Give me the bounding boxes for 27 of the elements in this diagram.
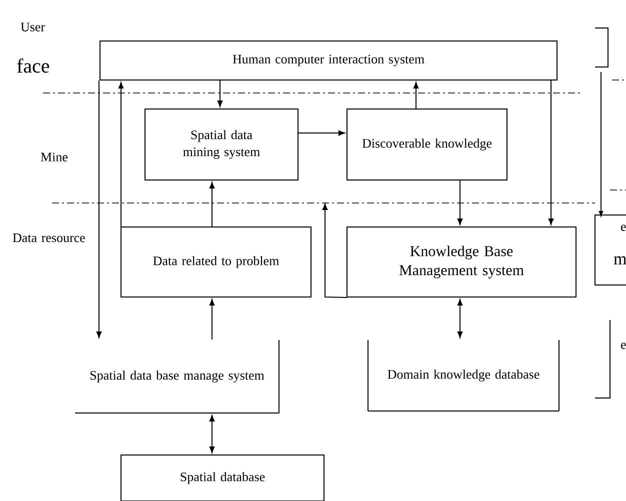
arrow xyxy=(457,299,463,338)
section-label: face xyxy=(17,58,50,73)
section-label: m xyxy=(614,256,626,264)
arrow xyxy=(209,182,215,227)
arrow xyxy=(209,299,215,340)
process-box: Spatial data base manage system xyxy=(74,340,280,414)
arrow xyxy=(217,80,223,107)
arrow xyxy=(209,415,215,453)
interaction-box: Human computer interaction system xyxy=(100,40,558,80)
section-label: Data resource xyxy=(12,234,85,242)
section-label: User xyxy=(20,22,45,32)
section-label: e xyxy=(621,342,626,349)
arrow xyxy=(322,204,348,298)
arrow xyxy=(548,80,554,225)
arrow xyxy=(298,130,345,136)
database-box: Spatial database xyxy=(120,454,324,501)
process-box: Spatial data mining system xyxy=(144,108,298,180)
section-label: e xyxy=(621,224,626,231)
arrow xyxy=(118,82,124,227)
process-box: Data related to problem xyxy=(120,226,312,298)
database-box: Domain knowledge database xyxy=(368,340,560,412)
arrow xyxy=(413,82,419,109)
arrow xyxy=(96,80,102,338)
process-box: Knowledge Base Management system xyxy=(346,226,576,298)
process-box: Discoverable knowledge xyxy=(346,108,508,180)
arrow xyxy=(457,180,463,225)
section-label: Mine xyxy=(40,152,68,162)
